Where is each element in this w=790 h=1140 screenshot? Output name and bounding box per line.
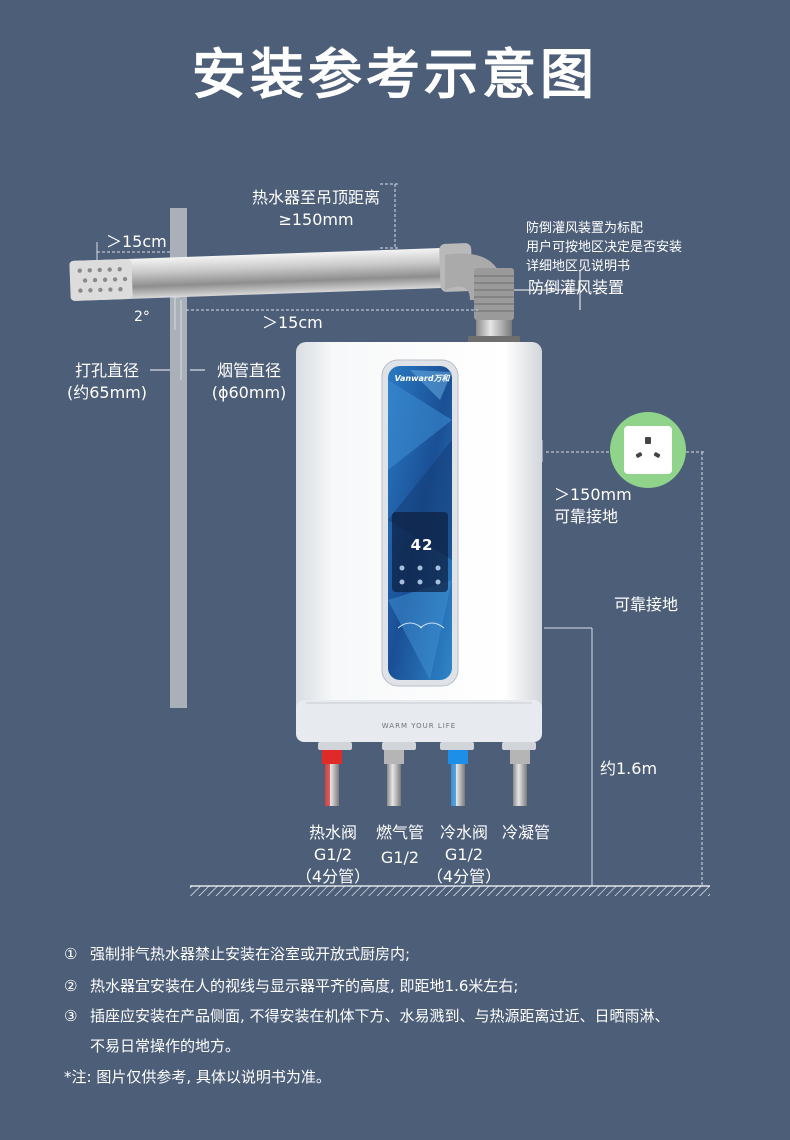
heater-brand: Vanward万和: [394, 374, 450, 383]
pipe-label-hot-water: 热水阀 G1/2 （4分管）: [295, 823, 371, 886]
footnote: *注: 图片仅供参考, 具体以说明书为准。: [64, 1068, 331, 1086]
pipe-label-cold-water: 冷水阀 G1/2 （4分管）: [426, 823, 502, 886]
angle-label: 2°: [134, 309, 150, 325]
pipe-gap-label: ＞15cm: [262, 313, 323, 332]
page-title: 安装参考示意图: [192, 43, 598, 106]
anti-backflow-device: [474, 268, 514, 320]
ceiling-distance-label: 热水器至吊顶距离 ≥150mm: [251, 188, 380, 229]
grounding-label: 可靠接地: [614, 595, 679, 614]
gas-pipe: [384, 750, 404, 806]
pipe-label-gas: 燃气管 G1/2: [375, 823, 424, 867]
heater-slogan: WARM YOUR LIFE: [381, 722, 457, 730]
water-heater: [296, 342, 542, 750]
display-readout: 42: [410, 536, 434, 554]
hot-water-pipe: [322, 750, 342, 806]
socket: [624, 426, 672, 474]
floor: [190, 886, 710, 896]
wall-gap-label: ＞15cm: [106, 232, 167, 251]
note-3-continued: 不易日常操作的地方。: [90, 1037, 241, 1055]
installation-diagram: [69, 183, 710, 896]
cold-water-pipe: [448, 750, 468, 806]
pipe-label-condensate: 冷凝管: [501, 823, 550, 842]
flue-diameter-label: 烟管直径 (ϕ60mm): [211, 361, 287, 402]
hole-diameter-label: 打孔直径 (约65mm): [66, 361, 148, 402]
wall: [170, 208, 187, 708]
antiback-device-label: 防倒灌风装置: [528, 278, 625, 297]
side-gap-label: ＞150mm 可靠接地: [554, 485, 632, 526]
height-label: 约1.6m: [600, 759, 658, 778]
antiback-note: 防倒灌风装置为标配 用户可按地区决定是否安装 详细地区见说明书: [526, 221, 683, 274]
condensate-pipe: [510, 750, 530, 806]
